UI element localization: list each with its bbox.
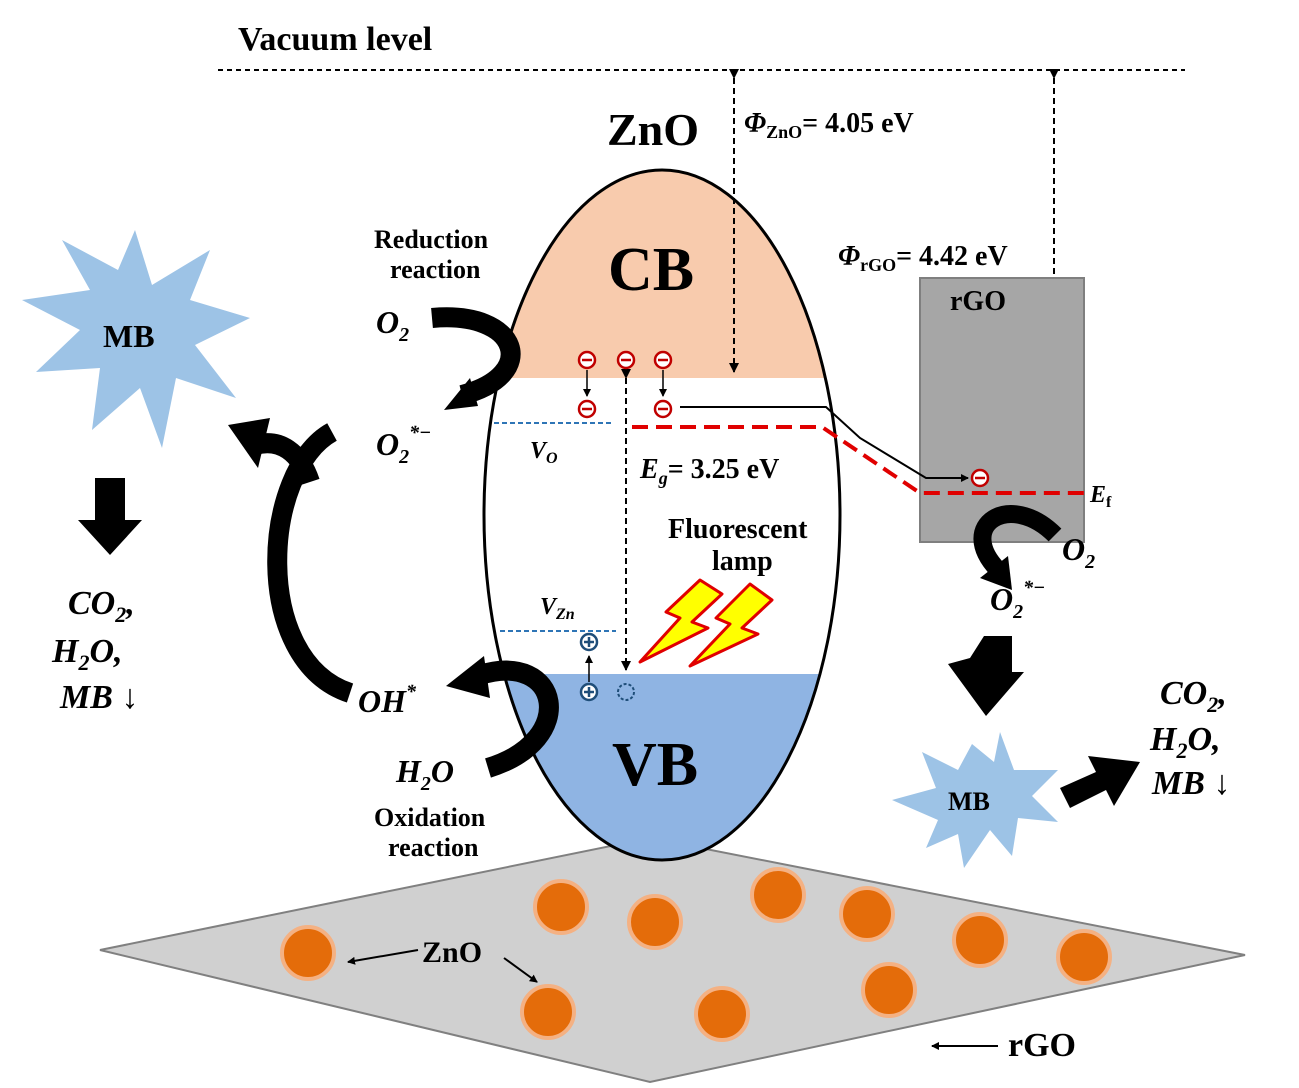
reduction-label-line1: Reduction (374, 225, 489, 254)
svg-text:MB ↓: MB ↓ (59, 679, 138, 716)
mb-star-right (892, 732, 1058, 868)
reduction-label-line2: reaction (390, 255, 481, 284)
phi-rgo-label: ΦrGO= 4.42 eV (838, 241, 1008, 275)
zno-particles (280, 867, 1112, 1042)
oxidation-label-line2: reaction (388, 833, 479, 862)
oxidation-label-line1: Oxidation (374, 803, 486, 832)
svg-text:H2O,: H2O, (51, 633, 123, 675)
o2-left: O2 (376, 304, 409, 346)
o2-radical-right: O2*− (990, 577, 1045, 623)
cb-label: CB (608, 236, 694, 304)
electrons (577, 350, 990, 488)
rgo-box (919, 277, 1085, 543)
vacuum-level-label: Vacuum level (238, 21, 432, 58)
fermi-level-line (632, 425, 1085, 495)
svg-text:H2O,: H2O, (1149, 721, 1221, 763)
rgo-sheet: ZnO rGO (99, 836, 1246, 1084)
rgo-reduction-arrow (973, 505, 1062, 577)
down-arrow-left (78, 478, 142, 555)
ef-label: Ef (1089, 482, 1112, 511)
vb-label: VB (612, 731, 698, 799)
holes (579, 632, 635, 702)
lamp-label-line1: Fluorescent (668, 514, 808, 545)
eg-label: Eg= 3.25 eV (639, 454, 779, 488)
products-left: CO2, H2O, MB ↓ (51, 585, 138, 716)
mb-label-left: MB (103, 318, 155, 354)
lamp-label-line2: lamp (712, 546, 773, 577)
zno-particles-label: ZnO (422, 936, 482, 969)
oh-radical: OH* (358, 681, 417, 719)
rgo-sheet-label: rGO (1008, 1027, 1076, 1064)
zno-title: ZnO (607, 104, 699, 155)
lightning-bolt-icons (638, 578, 774, 668)
svg-text:CO2,: CO2, (68, 585, 135, 627)
zno-pointer-right (503, 957, 538, 983)
electron-transfer-path (680, 406, 969, 482)
o2-radical-left: O2*− (376, 422, 431, 468)
rgo-box-label: rGO (950, 286, 1006, 317)
vzn-label: VZn (540, 594, 575, 623)
phi-zno-label: ΦZnO= 4.05 eV (744, 108, 914, 142)
products-right: CO2, H2O, MB ↓ (1149, 675, 1230, 802)
svg-text:CO2,: CO2, (1160, 675, 1227, 717)
down-arrow-right (948, 636, 1024, 716)
right-arrow-mb (1060, 756, 1140, 808)
mb-star-left (22, 230, 250, 448)
zno-pointer-left (347, 949, 419, 965)
svg-text:MB ↓: MB ↓ (1151, 765, 1230, 802)
o2-right: O2 (1062, 531, 1095, 573)
vo-label: VO (530, 438, 558, 467)
mb-label-right: MB (948, 787, 990, 816)
reduction-curved-arrow (431, 307, 521, 405)
oxidation-curved-arrow (477, 660, 559, 778)
h2o-reactant: H2O (395, 753, 454, 795)
